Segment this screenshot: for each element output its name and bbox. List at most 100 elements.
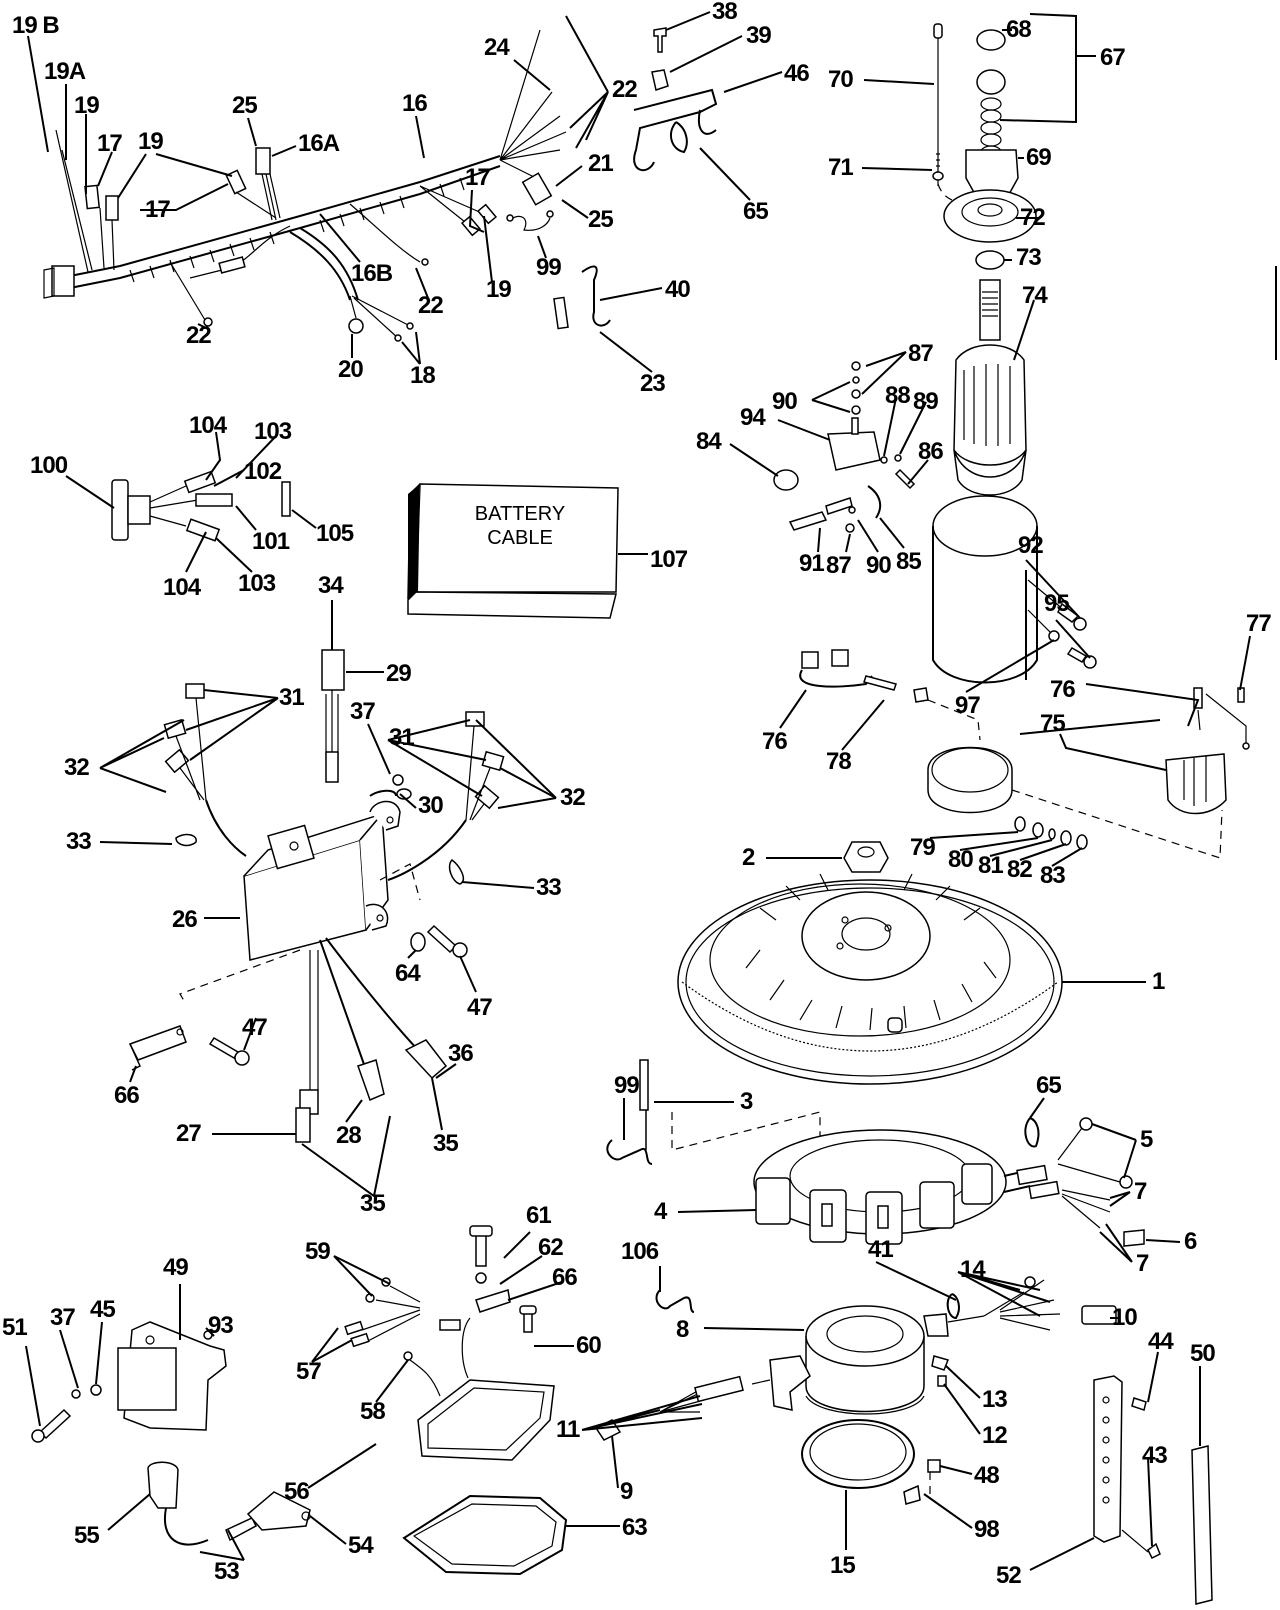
part-callout-c103a: 103: [254, 418, 292, 445]
part-callout-c45: 45: [90, 1296, 116, 1323]
part-callout-c72: 72: [1020, 204, 1046, 231]
part-callout-c17b: 17: [145, 196, 171, 223]
part-callout-c88: 88: [885, 382, 911, 409]
part-callout-c27: 27: [176, 1120, 202, 1147]
part-callout-c55: 55: [74, 1522, 100, 1549]
flywheel: [677, 841, 1063, 1085]
part-callout-c22b: 22: [418, 292, 444, 319]
part-callout-c94: 94: [740, 404, 766, 431]
part-callout-c51: 51: [2, 1314, 28, 1341]
part-callout-c16: 16: [402, 90, 428, 117]
part-callout-c21: 21: [588, 150, 614, 177]
part-callout-c89: 89: [913, 388, 939, 415]
part-callout-c17c: 17: [465, 164, 491, 191]
gasket: [402, 1494, 568, 1576]
part-callout-c29: 29: [386, 660, 412, 687]
part-callout-c25b: 25: [588, 206, 614, 233]
part-callout-c37a: 37: [350, 698, 376, 725]
ignition-coil: [31, 1321, 227, 1443]
part-callout-c39: 39: [746, 22, 772, 49]
part-callout-c65a: 65: [743, 198, 769, 225]
part-callout-c31a: 31: [279, 684, 305, 711]
part-callout-c76a: 76: [1050, 676, 1076, 703]
part-callout-c10: 10: [1112, 1304, 1138, 1331]
part-callout-c106: 106: [621, 1238, 659, 1265]
part-callout-c80: 80: [948, 846, 974, 873]
part-callout-c76b: 76: [762, 728, 788, 755]
part-callout-c34: 34: [318, 572, 344, 599]
part-callout-c99b: 99: [614, 1072, 640, 1099]
part-callout-c99a: 99: [536, 254, 562, 281]
spark-plug-boots: [147, 1461, 311, 1546]
part-callout-c41: 41: [868, 1236, 894, 1263]
part-callout-c104b: 104: [163, 574, 201, 601]
part-callout-c100: 100: [30, 452, 68, 479]
part-callout-c11: 11: [556, 1416, 580, 1443]
leader-lines: [25, 11, 1277, 1571]
part-callout-c63: 63: [622, 1514, 648, 1541]
part-callout-c13: 13: [982, 1386, 1008, 1413]
starter-frame: [932, 495, 1097, 684]
part-callout-c6: 6: [1184, 1228, 1197, 1255]
part-callout-c104a: 104: [189, 412, 227, 439]
part-callout-c22a: 22: [612, 76, 638, 103]
ignition-switch: [111, 470, 291, 542]
part-callout-c7b: 7: [1136, 1250, 1149, 1277]
part-callout-c7a: 7: [1134, 1178, 1147, 1205]
part-callout-c46: 46: [784, 60, 810, 87]
part-callout-c74: 74: [1022, 282, 1048, 309]
part-callout-c87a: 87: [908, 340, 934, 367]
part-callout-c62: 62: [538, 1234, 564, 1261]
part-callout-c16a: 16A: [298, 130, 340, 157]
rectifier: [344, 1225, 555, 1461]
part-callout-c19a: 19A: [44, 58, 86, 85]
part-callout-c66b: 66: [552, 1264, 578, 1291]
part-callout-c4: 4: [654, 1198, 667, 1225]
part-callout-c12: 12: [982, 1422, 1008, 1449]
part-callout-c71: 71: [828, 154, 854, 181]
part-callout-c2: 2: [742, 844, 755, 871]
part-callout-c97: 97: [955, 692, 981, 719]
part-callout-c3: 3: [740, 1088, 753, 1115]
starter-drive: [932, 13, 1077, 270]
part-callout-c57: 57: [296, 1358, 322, 1385]
part-callout-c50: 50: [1190, 1340, 1216, 1367]
part-callout-c47a: 47: [467, 994, 493, 1021]
battery-cable-label-line1: BATTERY: [474, 503, 566, 525]
part-callout-c20: 20: [338, 356, 364, 383]
part-callout-c19d: 19: [486, 276, 512, 303]
part-callout-c40: 40: [665, 276, 691, 303]
part-callout-c28: 28: [336, 1122, 362, 1149]
part-callout-c67: 67: [1100, 44, 1126, 71]
part-callout-c61: 61: [526, 1202, 552, 1229]
part-callout-c14: 14: [960, 1256, 986, 1283]
part-callout-c75: 75: [1040, 710, 1066, 737]
part-callout-c33b: 33: [536, 874, 562, 901]
part-callout-c18: 18: [410, 362, 436, 389]
part-callout-c98: 98: [974, 1516, 1000, 1543]
part-callout-c36: 36: [448, 1040, 474, 1067]
battery-cable-box: [407, 483, 619, 619]
power-pack: [128, 649, 505, 1143]
part-callout-c101: 101: [252, 528, 290, 555]
part-callout-c105: 105: [316, 520, 354, 547]
part-callout-c87b: 87: [826, 552, 852, 579]
part-callout-c5: 5: [1140, 1126, 1153, 1153]
part-callout-c31b: 31: [389, 724, 415, 751]
starter-solenoid-parts: [773, 361, 916, 533]
part-callout-c16b: 16B: [351, 260, 393, 287]
part-callout-c35a: 35: [433, 1130, 459, 1157]
part-callout-c22c: 22: [186, 322, 212, 349]
part-callout-c15: 15: [830, 1552, 856, 1579]
part-callout-c53: 53: [214, 1558, 240, 1585]
part-callout-c30: 30: [418, 792, 444, 819]
part-callout-c47b: 47: [242, 1014, 268, 1041]
part-callout-c64: 64: [395, 960, 421, 987]
part-callout-c77: 77: [1246, 610, 1272, 637]
part-callout-c90b: 90: [866, 552, 892, 579]
wiring-harness: [43, 29, 611, 342]
battery-cable-label: BATTERY CABLE: [430, 502, 610, 550]
part-callout-c1: 1: [1152, 968, 1165, 995]
part-callout-c9: 9: [620, 1478, 633, 1505]
